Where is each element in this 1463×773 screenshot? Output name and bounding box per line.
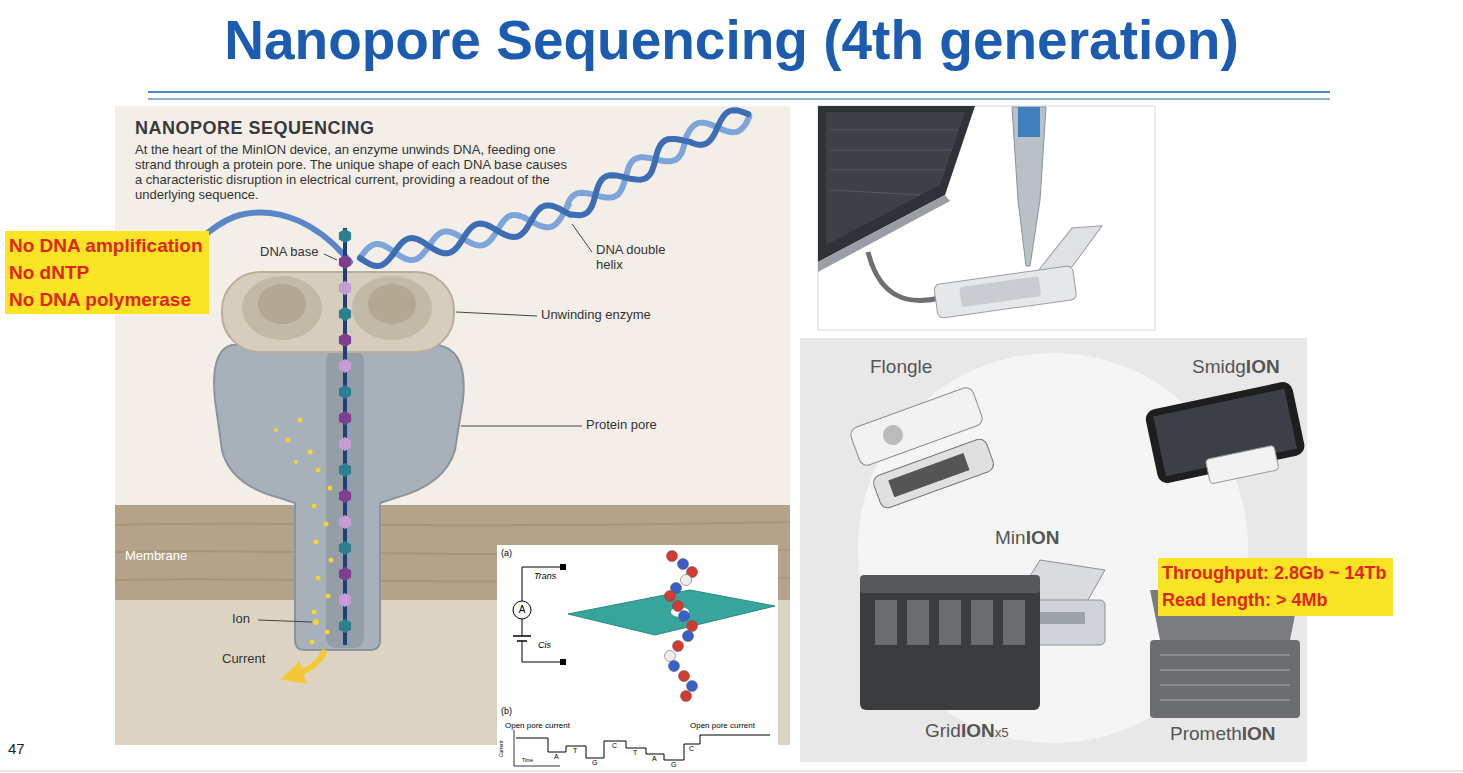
note-line: Throughput: 2.8Gb ~ 14Tb xyxy=(1162,560,1387,587)
panel-heading: NANOPORE SEQUENCING xyxy=(135,118,375,140)
note-box: No DNA amplificationNo dNTPNo DNA polyme… xyxy=(5,231,209,314)
part-label: DNA base xyxy=(260,245,319,260)
base-letter: T xyxy=(633,749,637,757)
part-label: Membrane xyxy=(125,549,187,564)
base-letter: C xyxy=(689,745,694,753)
brand-emphasis: ION xyxy=(1246,356,1280,377)
device-name: SmidgION xyxy=(1192,356,1280,378)
part-label: DNA double helix xyxy=(596,243,684,273)
footer-rule xyxy=(0,771,1463,772)
brand-emphasis: ION xyxy=(1026,527,1060,548)
device-name: MinION xyxy=(995,527,1059,549)
base-letter: G xyxy=(671,761,676,769)
header-rule xyxy=(148,91,1330,93)
terminal-label: Cis xyxy=(538,640,551,650)
slide-title: Nanopore Sequencing (4th generation) xyxy=(0,10,1463,71)
device-name: PromethION xyxy=(1170,723,1276,745)
signal-label: Open pore current xyxy=(505,721,570,730)
part-label: Ion xyxy=(232,612,250,627)
header-rule xyxy=(148,99,1330,100)
device-name: Flongle xyxy=(870,356,932,378)
note-line: No dNTP xyxy=(9,259,203,286)
brand-suffix: x5 xyxy=(995,725,1009,740)
brand-emphasis: ION xyxy=(1242,723,1276,744)
axis-label: Current xyxy=(499,741,505,758)
panel-body: At the heart of the MinION device, an en… xyxy=(135,142,575,202)
brand-emphasis: ION xyxy=(961,720,995,741)
note-line: Read length: > 4Mb xyxy=(1162,587,1387,614)
base-letter: C xyxy=(612,742,617,750)
minion-photo xyxy=(818,106,1155,330)
axis-label: Time xyxy=(522,758,533,764)
base-letter: G xyxy=(592,759,597,767)
nanopore-inset xyxy=(497,545,778,768)
base-letter: A xyxy=(554,753,559,761)
part-label: Current xyxy=(222,652,265,667)
part-label: Protein pore xyxy=(586,418,657,433)
part-label: Unwinding enzyme xyxy=(541,308,651,323)
base-letter: A xyxy=(652,755,657,763)
terminal-label: Trans xyxy=(534,571,556,581)
page-number: 47 xyxy=(8,740,25,757)
device-name: GridIONx5 xyxy=(925,720,1009,742)
note-box: Throughput: 2.8Gb ~ 14TbRead length: > 4… xyxy=(1158,558,1393,616)
device-family xyxy=(800,338,1308,762)
base-letter: T xyxy=(573,747,577,755)
ammeter-symbol-label: A xyxy=(516,604,528,616)
illustration-panel: NANOPORE SEQUENCINGAt the heart of the M… xyxy=(115,106,790,745)
note-line: No DNA amplification xyxy=(9,232,203,259)
panel-letter: (a) xyxy=(501,548,512,558)
panel-letter: (b) xyxy=(501,706,512,716)
signal-label: Open pore current xyxy=(690,721,755,730)
note-line: No DNA polymerase xyxy=(9,286,203,313)
